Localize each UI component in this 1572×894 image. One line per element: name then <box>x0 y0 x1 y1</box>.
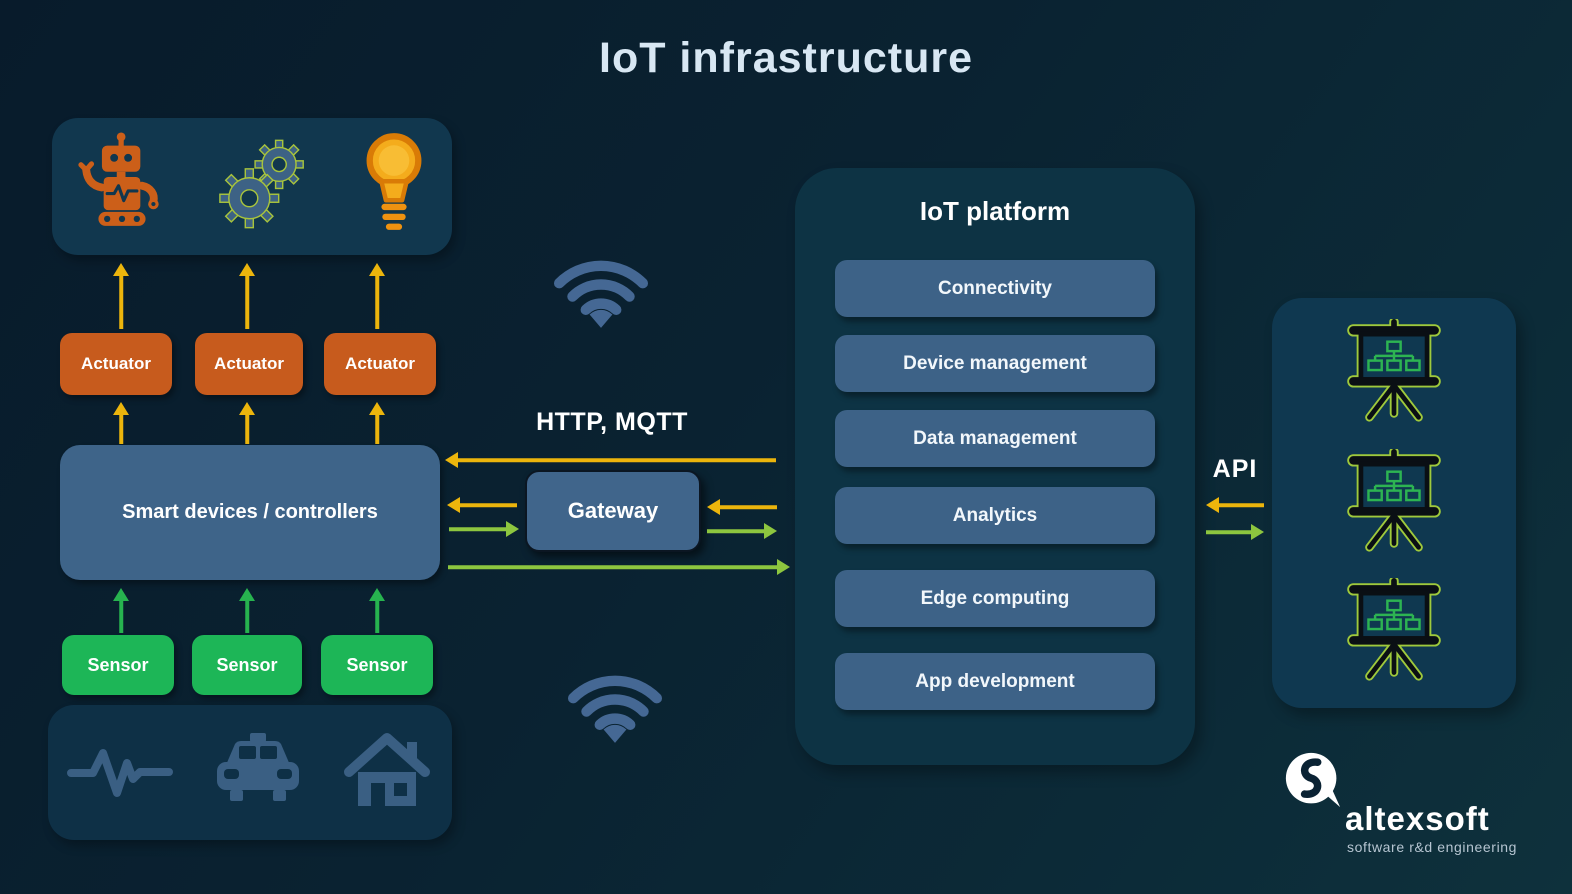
altexsoft-logo-icon <box>1284 751 1342 814</box>
dashboard-board-icon <box>1346 316 1442 428</box>
actuator-box: Actuator <box>195 333 303 395</box>
arrow-up-yellow <box>238 263 256 329</box>
house-icon <box>341 730 433 815</box>
arrow-left-yellow <box>1206 496 1264 514</box>
sensor-box: Sensor <box>62 635 174 695</box>
arrow-up-yellow <box>368 263 386 329</box>
api-label: API <box>1212 455 1258 483</box>
platform-module: Data management <box>835 410 1155 467</box>
iot-platform-title: IoT platform <box>919 196 1071 226</box>
platform-module: Device management <box>835 335 1155 392</box>
platform-module: App development <box>835 653 1155 710</box>
car-icon <box>212 733 304 812</box>
gateway-box: Gateway <box>525 470 701 552</box>
dashboard-board-icon <box>1346 446 1442 558</box>
arrow-up-green <box>368 588 386 633</box>
arrow-left-yellow <box>447 496 517 514</box>
platform-module: Edge computing <box>835 570 1155 627</box>
actuator-box: Actuator <box>60 333 172 395</box>
arrow-right-green <box>448 558 790 576</box>
sensor-icons-panel <box>48 705 452 840</box>
arrow-left-yellow <box>445 451 776 469</box>
platform-module: Analytics <box>835 487 1155 544</box>
brand-name: altexsoft <box>1345 800 1490 837</box>
arrow-up-green <box>112 588 130 633</box>
arrow-up-yellow <box>112 263 130 329</box>
brand-tagline: software r&d engineering <box>1347 839 1518 855</box>
dashboard-board-icon <box>1346 576 1442 687</box>
wifi-icon <box>558 658 672 751</box>
pulse-icon <box>66 739 175 806</box>
arrow-right-green <box>1206 523 1264 541</box>
applications-panel <box>1272 298 1516 708</box>
arrow-up-green <box>238 588 256 633</box>
wifi-icon <box>544 243 658 336</box>
gears-icon <box>215 134 313 239</box>
platform-module: Connectivity <box>835 260 1155 317</box>
robot-icon <box>74 129 170 244</box>
sensor-box: Sensor <box>321 635 433 695</box>
actuator-box: Actuator <box>324 333 436 395</box>
arrow-up-yellow <box>112 402 130 444</box>
sensor-box: Sensor <box>192 635 302 695</box>
arrow-up-yellow <box>238 402 256 444</box>
smart-devices-icons-panel <box>52 118 452 255</box>
smart-devices-box: Smart devices / controllers <box>60 445 440 580</box>
protocols-label: HTTP, MQTT <box>536 408 688 436</box>
arrow-right-green <box>707 522 777 540</box>
lightbulb-icon <box>358 130 430 243</box>
arrow-right-green <box>449 520 519 538</box>
page-title: IoT infrastructure <box>599 34 973 82</box>
arrow-left-yellow <box>707 498 777 516</box>
arrow-up-yellow <box>368 402 386 444</box>
